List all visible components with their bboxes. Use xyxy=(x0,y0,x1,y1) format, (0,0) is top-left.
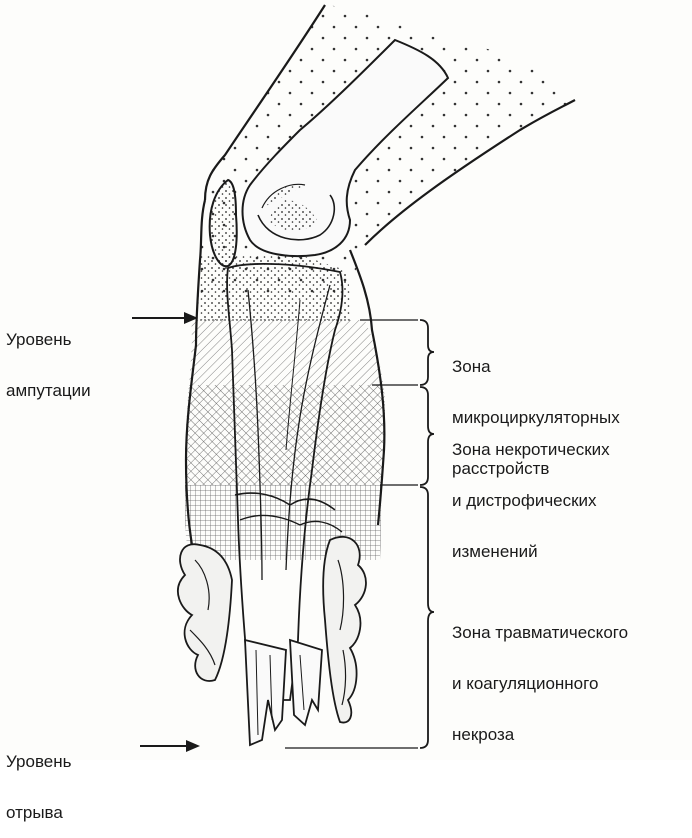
avulsion-level-line-1: Уровень xyxy=(6,753,72,770)
zone-braces xyxy=(420,320,434,748)
zone-necrotic-line-3: изменений xyxy=(452,543,610,560)
zone-necrotic-label: Зона некротических и дистрофических изме… xyxy=(452,407,610,577)
amputation-arrow xyxy=(132,312,198,324)
brace-necrotic xyxy=(420,387,434,485)
brace-traumatic xyxy=(420,487,434,748)
amputation-level-line-2: ампутации xyxy=(6,382,91,399)
avulsion-level-line-2: отрыва xyxy=(6,804,72,821)
diagram-canvas: Уровень ампутации Уровень отрыва Зона ми… xyxy=(0,0,692,760)
brace-microcirculatory xyxy=(420,320,434,385)
zone-traumatic-line-3: некроза xyxy=(452,726,628,743)
zone-necrotic-line-2: и дистрофических xyxy=(452,492,610,509)
avulsion-arrow xyxy=(140,740,200,752)
zone-microcirculatory-line-1: Зона xyxy=(452,358,620,375)
amputation-level-label: Уровень ампутации xyxy=(6,297,91,416)
zone-traumatic-label: Зона травматического и коагуляционного н… xyxy=(452,590,628,760)
zone-traumatic-line-2: и коагуляционного xyxy=(452,675,628,692)
avulsion-level-label: Уровень отрыва xyxy=(6,719,72,838)
zone-traumatic-line-1: Зона травматического xyxy=(452,624,628,641)
amputation-level-line-1: Уровень xyxy=(6,331,91,348)
zone-necrotic-line-1: Зона некротических xyxy=(452,441,610,458)
